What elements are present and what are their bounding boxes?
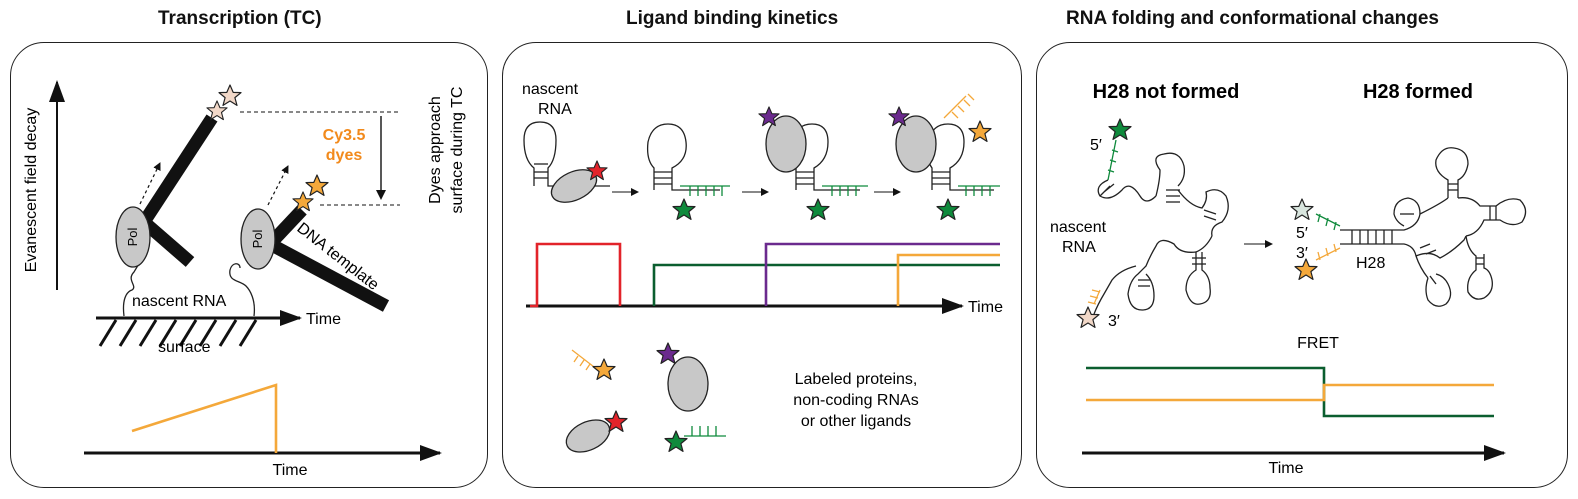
trace-red xyxy=(530,242,622,308)
five-prime-right: 5′ xyxy=(1296,225,1308,242)
h28-formed-label: H28 formed xyxy=(1363,81,1473,103)
cy35-label-line2: dyes xyxy=(326,147,363,164)
trace-purple xyxy=(764,242,1000,306)
pol-label-2: Pol xyxy=(250,229,265,248)
nascent-rna-line2: RNA xyxy=(1062,239,1096,256)
panel3-box xyxy=(1036,42,1568,488)
rna-hairpin-1 xyxy=(523,121,610,187)
h28-label: H28 xyxy=(1356,255,1385,272)
nascent-label-line1: nascent xyxy=(522,81,579,98)
ligands-line2: non-coding RNAs xyxy=(793,392,918,409)
green-star-left xyxy=(1108,118,1132,140)
nascent-rna-strand-2 xyxy=(229,263,256,317)
surface-hatch xyxy=(98,319,258,347)
nascent-label-line2: RNA xyxy=(538,101,572,118)
free-protein-purple xyxy=(667,356,709,412)
nascent-rna-line1: nascent xyxy=(1050,219,1107,236)
ligands-line1: Labeled proteins, xyxy=(795,371,918,388)
green-star-3 xyxy=(936,198,960,220)
polymerase-1 xyxy=(115,206,151,268)
orange-star-right xyxy=(1294,258,1318,280)
rna-hairpin-4 xyxy=(926,93,1000,196)
panel2-diagram: nascent RNA xyxy=(522,81,1003,453)
free-rna-ligand-1 xyxy=(571,349,599,371)
dna-template-1-lower xyxy=(139,217,195,267)
panel3-diagram: H28 not formed H28 formed 5′ 3′ nascent … xyxy=(1050,81,1527,477)
panel2-title: Ligand binding kinetics xyxy=(626,8,839,29)
fret-label: FRET xyxy=(1297,335,1339,352)
intensity-trace xyxy=(131,383,278,453)
green-star-2 xyxy=(806,198,830,220)
pale-star-1 xyxy=(218,84,242,107)
dna-template-1-upper xyxy=(138,114,218,226)
movement-arrow-2 xyxy=(267,165,289,206)
rna-unfolded xyxy=(1087,139,1229,315)
five-prime-left: 5′ xyxy=(1090,137,1102,154)
free-protein-red xyxy=(565,419,611,453)
free-orange-star xyxy=(592,358,616,380)
trace-orange xyxy=(896,253,1000,306)
polymerase-2 xyxy=(240,208,276,270)
fret-trace-orange xyxy=(1086,383,1494,402)
cy35-label-line1: Cy3.5 xyxy=(323,127,366,144)
time-label-bottom: Time xyxy=(273,462,308,479)
dyes-approach-line2: surface during TC xyxy=(449,87,466,214)
three-prime-left: 3′ xyxy=(1108,313,1120,330)
rna-hairpin-2 xyxy=(646,123,730,196)
nascent-rna-strand-1 xyxy=(122,261,141,317)
panel1-title: Transcription (TC) xyxy=(158,8,322,29)
movement-arrow-1 xyxy=(139,162,161,205)
pol-label-1: Pol xyxy=(125,227,140,246)
free-purple-star xyxy=(656,342,680,364)
fret-trace-green xyxy=(1086,366,1494,418)
ligands-line3: or other ligands xyxy=(801,413,911,430)
cy35-star-1 xyxy=(305,174,329,196)
y-axis-label: Evanescent field decay xyxy=(23,108,40,273)
free-rna-ligand-2 xyxy=(684,426,726,437)
nascent-rna-label: nascent RNA xyxy=(132,293,227,310)
pale-green-star-right xyxy=(1290,198,1314,220)
dyes-approach-line1: Dyes approach xyxy=(427,96,444,204)
rna-folded xyxy=(1315,147,1527,307)
green-star-1 xyxy=(672,198,696,220)
free-green-star xyxy=(664,430,688,452)
time-label-panel2: Time xyxy=(968,299,1003,316)
trace-green xyxy=(652,263,1000,306)
protein-2 xyxy=(765,115,807,173)
dna-template-2-lower xyxy=(266,238,390,312)
panel1-diagram: Evanescent field decay Time surface nasc… xyxy=(23,80,466,479)
three-prime-right: 3′ xyxy=(1296,245,1308,262)
orange-star-1 xyxy=(968,120,992,142)
h28-not-formed-label: H28 not formed xyxy=(1093,81,1240,103)
time-label-top: Time xyxy=(306,311,341,328)
surface-label: surface xyxy=(158,339,211,356)
time-label-panel3: Time xyxy=(1269,460,1304,477)
protein-3 xyxy=(895,115,937,173)
panel3-title: RNA folding and conformational changes xyxy=(1066,8,1439,29)
